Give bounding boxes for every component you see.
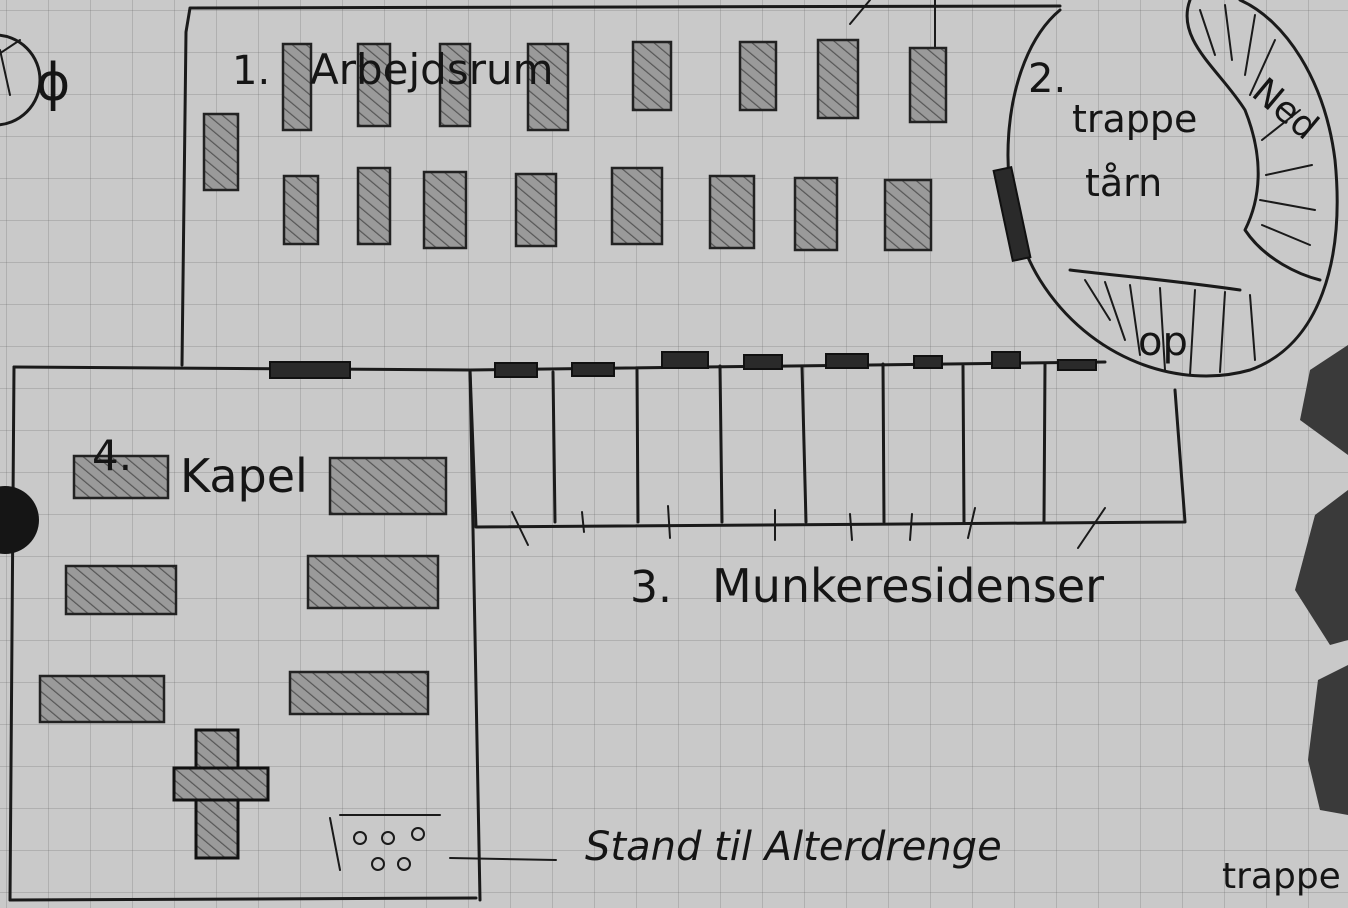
stair-steps-up [1084,279,1256,376]
room-label-trappe: trappe [1072,97,1197,141]
room-number-2: 2. [1028,56,1066,102]
altar-stand-label: Stand til Alterdrenge [585,824,1002,870]
room-number-1: 1. [232,48,270,94]
stairs-edge-label: trappe [1222,856,1341,897]
desks-row-1 [202,38,948,192]
cross-icon [172,728,270,860]
compass-rose-icon [0,33,42,127]
room-label-munkeresidenser: Munkeresidenser [712,559,1104,613]
room-label-arbejdsrum: Arbejdsrum [310,45,554,94]
corridor-wall [12,351,1107,379]
desks-row-2 [282,166,933,252]
room-number-3: 3. [630,562,672,613]
dice-icon [1295,345,1348,815]
room-label-kapel: Kapel [180,449,308,503]
chapel-pews [38,454,448,724]
room-number-4: 4. [92,431,132,480]
room-kapel: 4. Kapel [8,365,557,902]
room-trappetaarn: 2. trappe tårn Ned op [992,0,1339,378]
room-munkeresidenser: 3. Munkeresidenser [468,362,1187,613]
tower-door [992,165,1032,263]
shadow-blob [0,486,39,554]
stairs-up-label: op [1138,319,1188,365]
stair-steps-down [1199,4,1316,246]
corner-symbol: ϕ [36,53,70,113]
door-chapel [269,361,351,379]
room-arbejdsrum: 1. Arbejdsrum [180,0,1062,367]
room-label-taarn: tårn [1085,161,1162,205]
altar-stand [329,814,557,871]
cell-door-ticks [511,505,1106,549]
